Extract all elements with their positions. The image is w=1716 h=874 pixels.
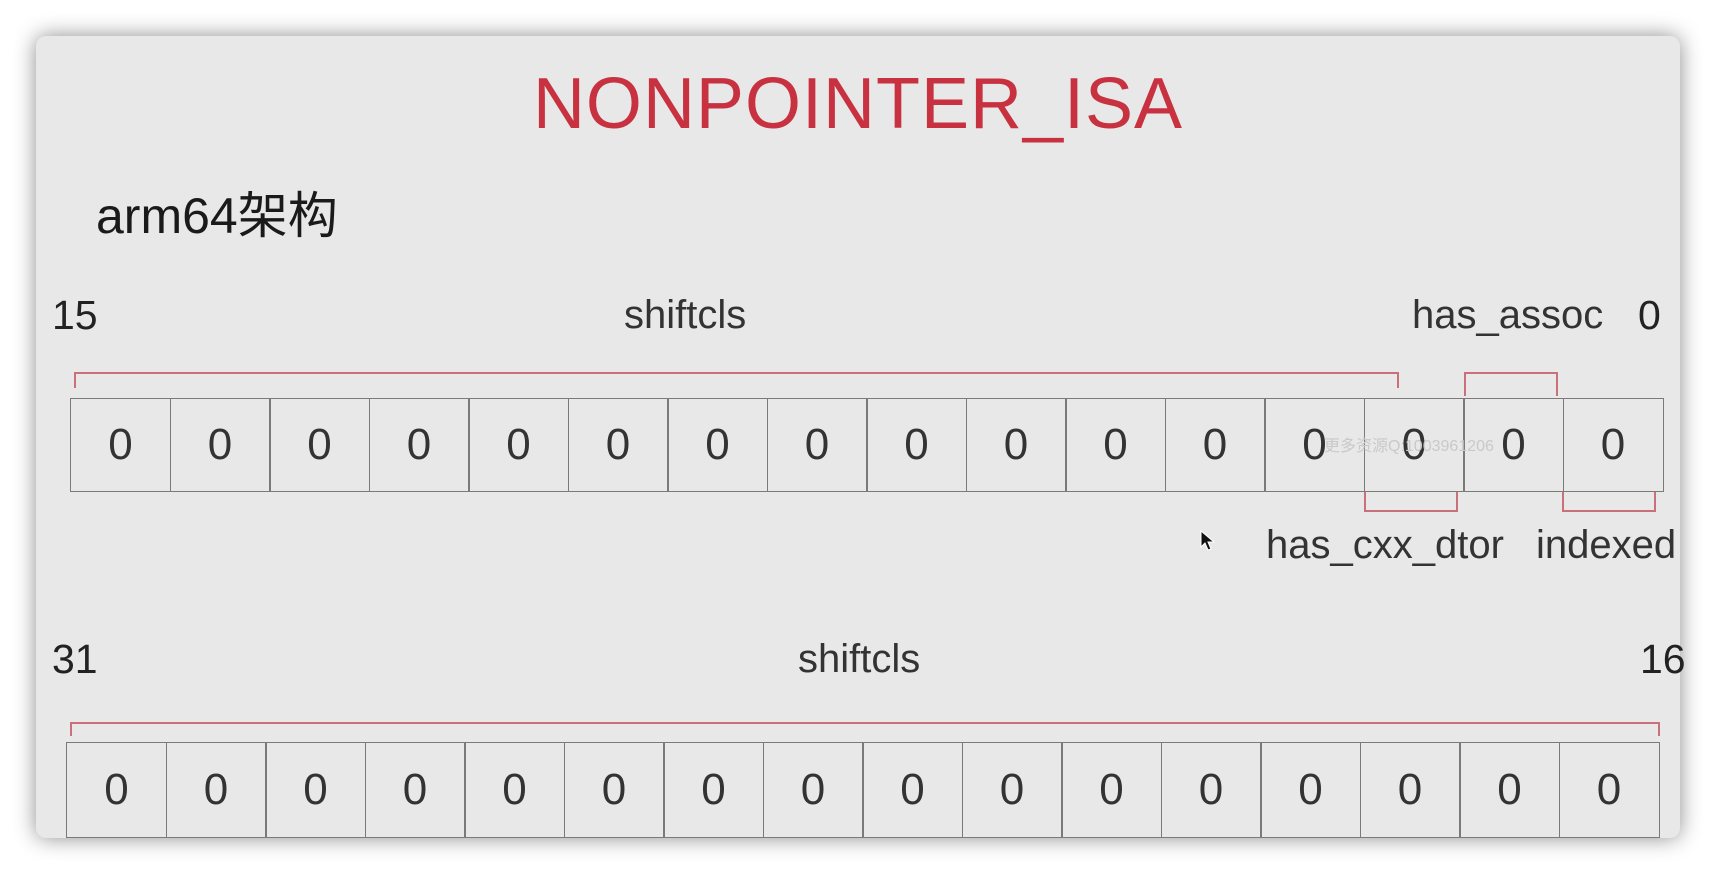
shiftcls-bracket-row1	[74, 372, 1399, 388]
bit-cell: 0	[70, 398, 171, 492]
row2-end-bit: 16	[1640, 636, 1686, 682]
bit-cell: 0	[961, 742, 1063, 838]
bit-cell: 0	[862, 742, 963, 838]
bit-cell: 0	[965, 398, 1067, 492]
mouse-pointer-icon	[1200, 529, 1216, 551]
bit-cell: 0	[1459, 742, 1560, 838]
bit-cell: 0	[663, 742, 764, 838]
row1-shiftcls-label: shiftcls	[624, 293, 747, 337]
indexed-bracket	[1562, 492, 1656, 512]
bit-cell: 0	[269, 398, 370, 492]
bit-cell: 0	[66, 742, 167, 838]
row1-end-bit: 0	[1638, 292, 1661, 338]
slide-window: NONPOINTER_ISA arm64架构 15 shiftcls has_a…	[36, 36, 1686, 838]
bit-cell: 0	[1359, 742, 1461, 838]
bit-cell: 0	[169, 398, 271, 492]
bit-cell: 0	[762, 742, 864, 838]
bit-cell: 0	[1562, 398, 1664, 492]
bit-cell: 0	[265, 742, 366, 838]
bit-cell: 0	[563, 742, 665, 838]
bit-cell: 0	[1260, 742, 1361, 838]
bit-cell: 0	[1264, 398, 1365, 492]
bit-cell: 0	[866, 398, 967, 492]
bit-cell: 0	[667, 398, 768, 492]
has-cxx-dtor-label: has_cxx_dtor	[1266, 523, 1504, 567]
row2-shiftcls-label: shiftcls	[798, 637, 921, 681]
bit-cell: 0	[1160, 742, 1262, 838]
row2-start-bit: 31	[52, 636, 98, 682]
indexed-label: indexed	[1536, 523, 1677, 567]
bit-cell: 0	[1065, 398, 1166, 492]
row1-start-bit: 15	[52, 292, 98, 338]
bit-cell: 0	[1164, 398, 1266, 492]
bit-cell: 0	[1363, 398, 1465, 492]
bit-cell: 0	[368, 398, 470, 492]
bit-cell: 0	[364, 742, 466, 838]
bit-cell: 0	[468, 398, 569, 492]
has-cxx-dtor-bracket	[1364, 492, 1458, 512]
has-assoc-bracket	[1464, 372, 1558, 396]
bit-cell: 0	[1463, 398, 1564, 492]
shiftcls-bracket-row2	[70, 722, 1660, 736]
slide-title: NONPOINTER_ISA	[532, 64, 1184, 144]
has-assoc-label: has_assoc	[1412, 293, 1604, 337]
bit-cell: 0	[165, 742, 267, 838]
bit-cell: 0	[464, 742, 565, 838]
bit-cell: 0	[1558, 742, 1660, 838]
watermark: 更多资源Q:1003961206	[1324, 438, 1494, 455]
bit-cell: 0	[1061, 742, 1162, 838]
bit-cell: 0	[567, 398, 669, 492]
bit-cell: 0	[766, 398, 868, 492]
architecture-label: arm64架构	[96, 188, 338, 244]
